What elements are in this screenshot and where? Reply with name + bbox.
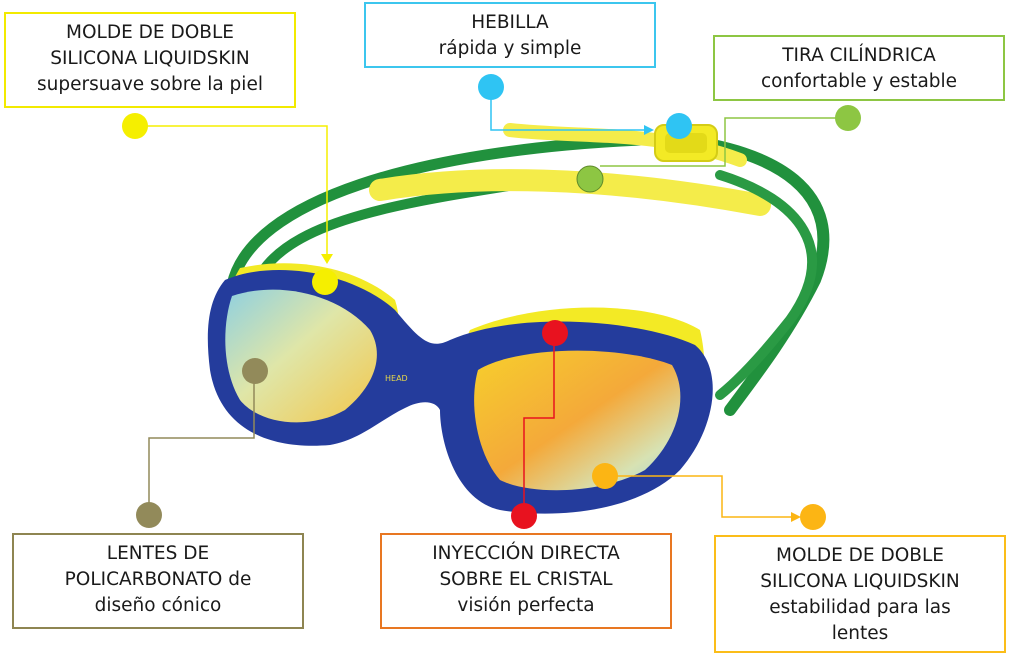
leader-lines: [135, 87, 848, 522]
callout-mold-lens-line-1: MOLDE DE DOBLE: [776, 545, 944, 566]
callout-lens-line-3: diseño cónico: [94, 595, 222, 616]
brand-logo: HEAD: [385, 374, 408, 383]
callout-mold-skin-line-3: supersuave sobre la piel: [37, 74, 263, 95]
callout-injection-line-3: visión perfecta: [457, 595, 595, 616]
callout-mold-skin-line-2: SILICONA LIQUIDSKIN: [50, 48, 250, 69]
callout-mold-lens: MOLDE DE DOBLE SILICONA LIQUIDSKIN estab…: [714, 535, 1006, 653]
callout-lens-line-1: LENTES DE: [106, 543, 210, 564]
marker-mold-lens-anchor: [800, 504, 826, 530]
marker-lens: [242, 358, 268, 384]
callout-mold-lens-line-2: SILICONA LIQUIDSKIN: [760, 571, 960, 592]
callout-injection-line-2: SOBRE EL CRISTAL: [439, 569, 613, 590]
marker-injection: [542, 320, 568, 346]
callout-mold-lens-line-3: estabilidad para las: [769, 597, 951, 618]
callout-buckle-line-1: HEBILLA: [471, 12, 549, 33]
callout-lens: LENTES DE POLICARBONATO de diseño cónico: [12, 533, 304, 629]
marker-strap-anchor: [835, 105, 861, 131]
marker-lens-anchor: [136, 502, 162, 528]
callout-injection: INYECCIÓN DIRECTA SOBRE EL CRISTAL visió…: [380, 533, 672, 629]
strap: [226, 123, 830, 416]
markers: [122, 74, 861, 530]
callout-injection-line-1: INYECCIÓN DIRECTA: [432, 543, 620, 564]
callout-mold-lens-line-4: lentes: [831, 623, 889, 644]
marker-buckle: [666, 113, 692, 139]
marker-mold-skin-anchor: [122, 113, 148, 139]
callout-mold-skin-line-1: MOLDE DE DOBLE: [66, 22, 234, 43]
marker-injection-anchor: [511, 503, 537, 529]
marker-mold-lens: [592, 463, 618, 489]
marker-buckle-anchor: [478, 74, 504, 100]
frame: HEAD: [207, 270, 713, 514]
marker-mold-skin: [312, 269, 338, 295]
callout-buckle-line-2: rápida y simple: [438, 38, 582, 59]
callout-strap-line-2: confortable y estable: [760, 71, 958, 92]
callout-strap-line-1: TIRA CILÍNDRICA: [782, 45, 936, 66]
marker-strap: [576, 165, 604, 193]
callout-mold-skin: MOLDE DE DOBLE SILICONA LIQUIDSKIN super…: [4, 12, 296, 108]
callout-strap: TIRA CILÍNDRICA confortable y estable: [713, 35, 1005, 101]
callout-buckle: HEBILLA rápida y simple: [364, 2, 656, 68]
callout-lens-line-2: POLICARBONATO de: [64, 569, 252, 590]
